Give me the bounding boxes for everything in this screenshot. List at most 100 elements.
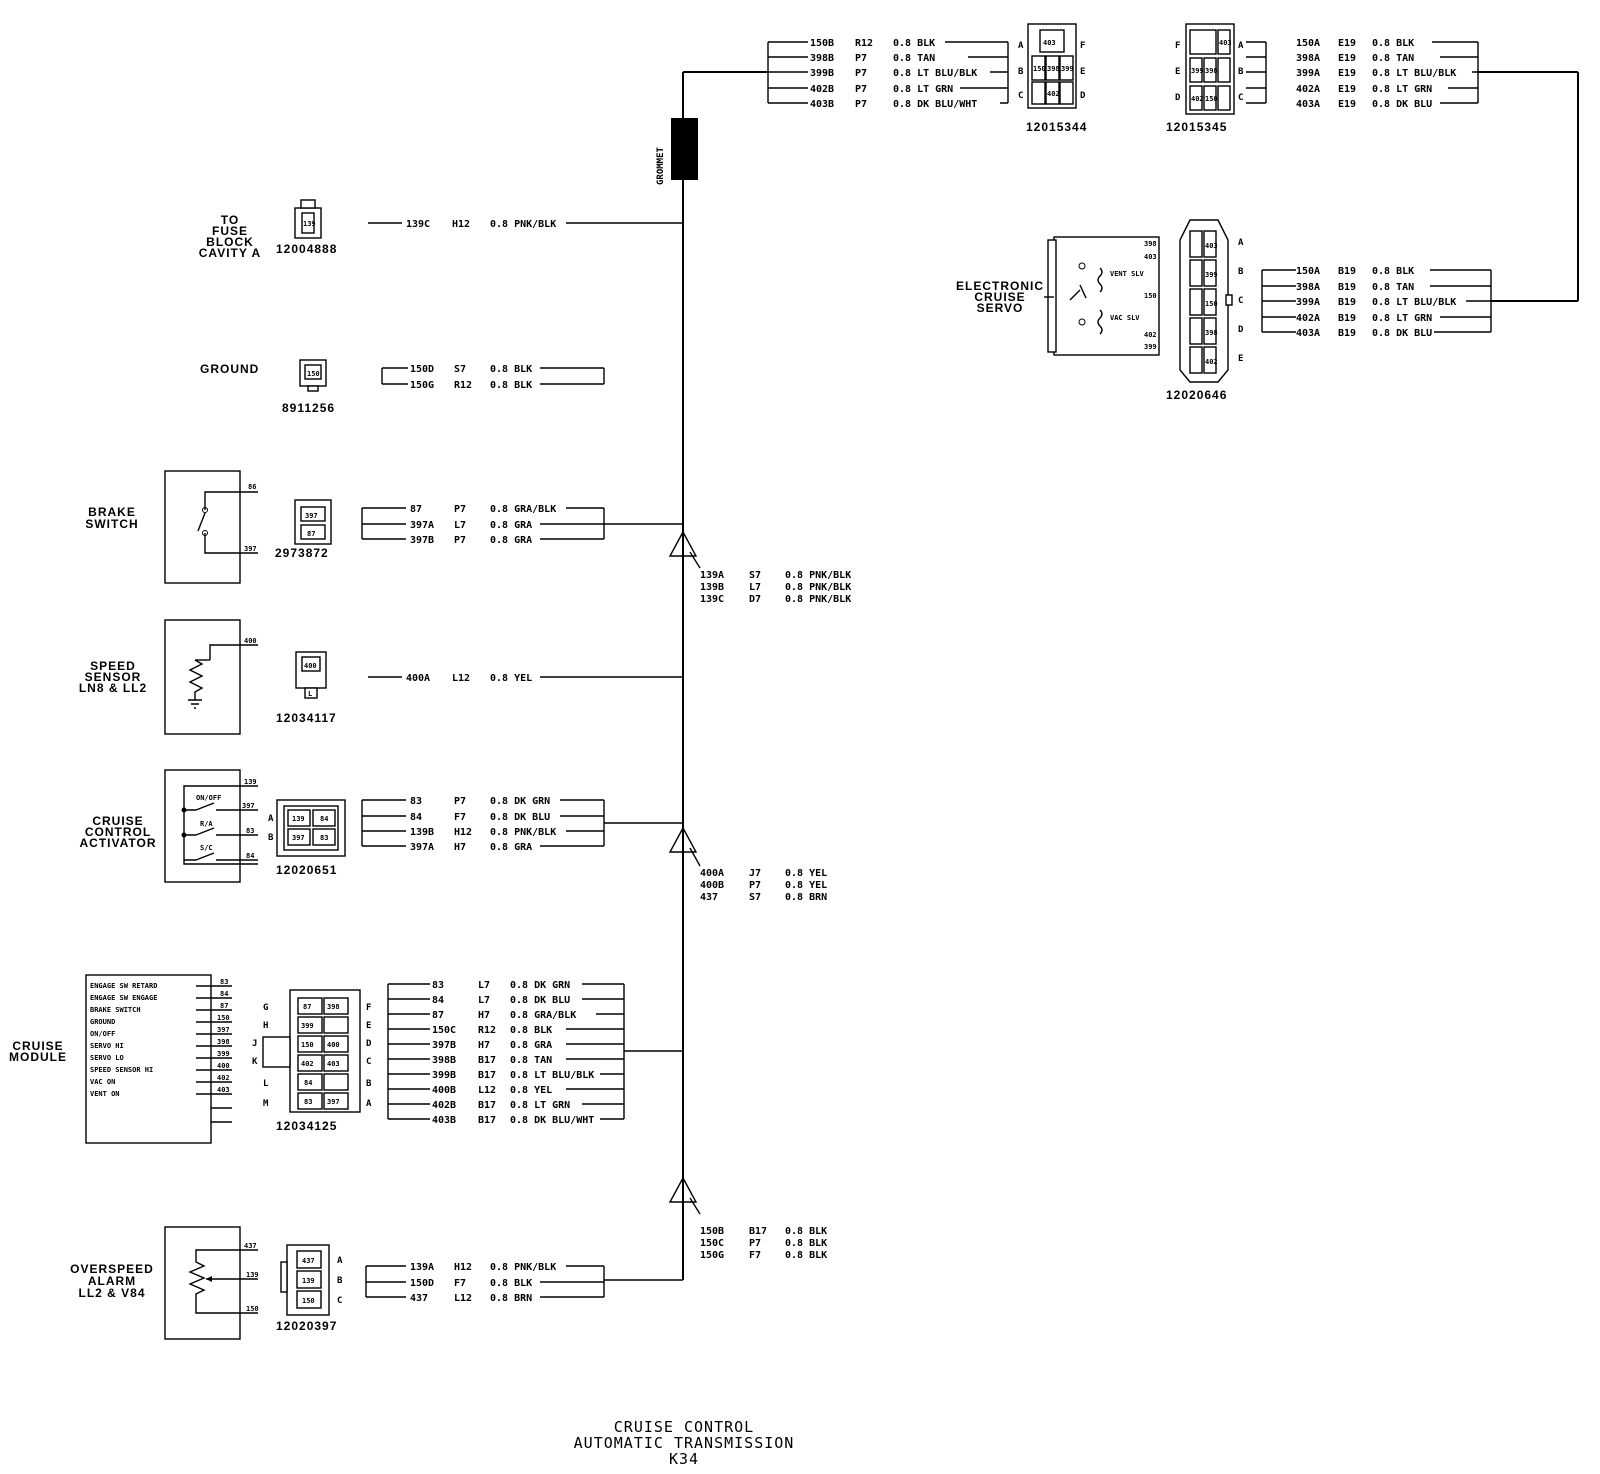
- servo-cell: [1203, 346, 1217, 374]
- c1-cell: [1039, 29, 1065, 53]
- speed-sensor-coil-icon: [188, 644, 258, 709]
- c1-harness-bracket: [767, 41, 808, 104]
- wire-location: B17: [478, 1100, 496, 1111]
- wire-circuit: 398B: [810, 53, 834, 64]
- wire-location: H12: [452, 219, 470, 230]
- overspeed-term: 150: [246, 1305, 259, 1313]
- wire-spec: 0.8 BLK: [1372, 38, 1414, 49]
- wire-location: B17: [749, 1226, 767, 1237]
- servo-latch: [1225, 294, 1233, 306]
- pin-letter: A: [1238, 41, 1244, 51]
- c1-wire-row: 150B R12 0.8 BLK 398B P7 0.8 TAN 399B P7…: [810, 38, 977, 110]
- activator-cell-label: 139: [292, 815, 305, 823]
- overspeed-label: LL2 & V84: [78, 1286, 145, 1300]
- wire-location: L12: [452, 673, 470, 684]
- splice-triangle-icon: [668, 826, 698, 853]
- fuse-label: FUSE: [212, 224, 248, 238]
- c1-cell: [1059, 81, 1074, 105]
- c2-cell-label: 403: [1219, 39, 1232, 47]
- wire-spec: 0.8 PNK/BLK: [490, 827, 556, 838]
- c1-cell-label: 403: [1043, 39, 1056, 47]
- module-term: 397: [217, 1026, 230, 1034]
- wire-spec: 0.8 PNK/BLK: [785, 582, 851, 593]
- wire-location: P7: [749, 1238, 761, 1249]
- pin-letter: A: [1018, 41, 1024, 51]
- wire-location: H12: [454, 827, 472, 838]
- module-connector-latch: [262, 1036, 291, 1068]
- activator-pin-bracket: [361, 799, 406, 847]
- ground-cell: [304, 364, 322, 380]
- wire-location: F7: [749, 1250, 761, 1261]
- wire-circuit: 139B: [700, 582, 724, 593]
- wire-circuit: 437: [700, 892, 718, 903]
- overspeed-label: OVERSPEED: [70, 1262, 154, 1276]
- wire-spec: 0.8 TAN: [1372, 53, 1414, 64]
- speed-cell: [301, 656, 321, 672]
- module-cell-label: 399: [301, 1022, 314, 1030]
- c2-cell: [1189, 85, 1203, 111]
- activator-cell: [287, 828, 311, 846]
- overspeed-label: ALARM: [88, 1274, 136, 1288]
- module-cell: [297, 1016, 323, 1034]
- wire-spec: 0.8 YEL: [785, 880, 827, 891]
- wire-circuit: 403A: [1296, 328, 1320, 339]
- servo-connector-housing: [1179, 219, 1229, 383]
- part-number: 12034117: [276, 711, 337, 725]
- module-harness-bracket: [566, 983, 683, 1120]
- part-number: 12020646: [1166, 388, 1227, 402]
- speed-sensor: SPEED SENSOR LN8 & LL2 400 400 L 1203411…: [79, 619, 683, 735]
- part-number: 12015344: [1026, 120, 1087, 134]
- c2-cell: [1189, 29, 1217, 55]
- servo-term: 402: [1144, 331, 1157, 339]
- servo-cell: [1189, 259, 1203, 287]
- wire-circuit: 403B: [432, 1115, 456, 1126]
- wire-location: S7: [454, 364, 466, 375]
- pin-letter: K: [252, 1057, 258, 1067]
- c1-cell: [1045, 55, 1060, 81]
- wire-spec: 0.8 BLK: [893, 38, 935, 49]
- fuse-label: BLOCK: [206, 235, 254, 249]
- activator-cell: [312, 809, 336, 827]
- pin-letter: M: [263, 1099, 269, 1109]
- pin-letter: F: [366, 1003, 371, 1013]
- module-term: 83: [220, 978, 228, 986]
- overspeed-cell: [296, 1290, 322, 1309]
- junction-dot-icon: [181, 807, 187, 813]
- wire-spec: 0.8 BLK: [510, 1025, 552, 1036]
- wire-circuit: 399A: [1296, 297, 1320, 308]
- activator-cell: [287, 809, 311, 827]
- module-function: SERVO HI: [90, 1042, 124, 1050]
- grommet-block: [671, 118, 698, 180]
- fuse-label: TO: [221, 213, 239, 227]
- wire-circuit: 400A: [406, 673, 430, 684]
- wire-spec: 0.8 DK BLU: [490, 812, 550, 823]
- module-cell-label: 84: [304, 1079, 312, 1087]
- activator-term: 139: [244, 778, 257, 786]
- wire-spec: 0.8 BLK: [785, 1226, 827, 1237]
- wire-circuit: 139A: [410, 1262, 434, 1273]
- pin-letter: D: [366, 1039, 372, 1049]
- wire-spec: 0.8 DK BLU/WHT: [893, 99, 977, 110]
- activator-term: 397: [242, 802, 255, 810]
- wire-circuit: 397A: [410, 842, 434, 853]
- electronic-cruise-servo: ELECTRONIC CRUISE SERVO VENT SLV VAC SLV…: [956, 219, 1492, 402]
- servo-port-icon: [1078, 318, 1086, 326]
- wire-location: H12: [454, 1262, 472, 1273]
- c2-wire-row: 150A E19 0.8 BLK 398A E19 0.8 TAN 399A E…: [1296, 38, 1456, 110]
- wire-spec: 0.8 BLK: [490, 380, 532, 391]
- module-label: MODULE: [9, 1050, 67, 1064]
- wire-circuit: 402B: [432, 1100, 456, 1111]
- connector-12015345: 403 399 398 402 150 F E D A B C 12015345…: [1166, 23, 1479, 134]
- wire-circuit: 150D: [410, 364, 434, 375]
- part-number: 12004888: [276, 242, 337, 256]
- splice-triangle-icon: [668, 1176, 698, 1203]
- wire-spec: 0.8 TAN: [1372, 282, 1414, 293]
- wire-location: D7: [749, 594, 761, 605]
- wire-location: L7: [478, 995, 490, 1006]
- c1-cell: [1045, 81, 1060, 105]
- module-cell-label: 87: [303, 1003, 311, 1011]
- c2-cell-label: 398: [1205, 67, 1218, 75]
- module-function: ENGAGE SW ENGAGE: [90, 994, 157, 1002]
- wire-location: J7: [749, 868, 761, 879]
- wire-spec: 0.8 YEL: [785, 868, 827, 879]
